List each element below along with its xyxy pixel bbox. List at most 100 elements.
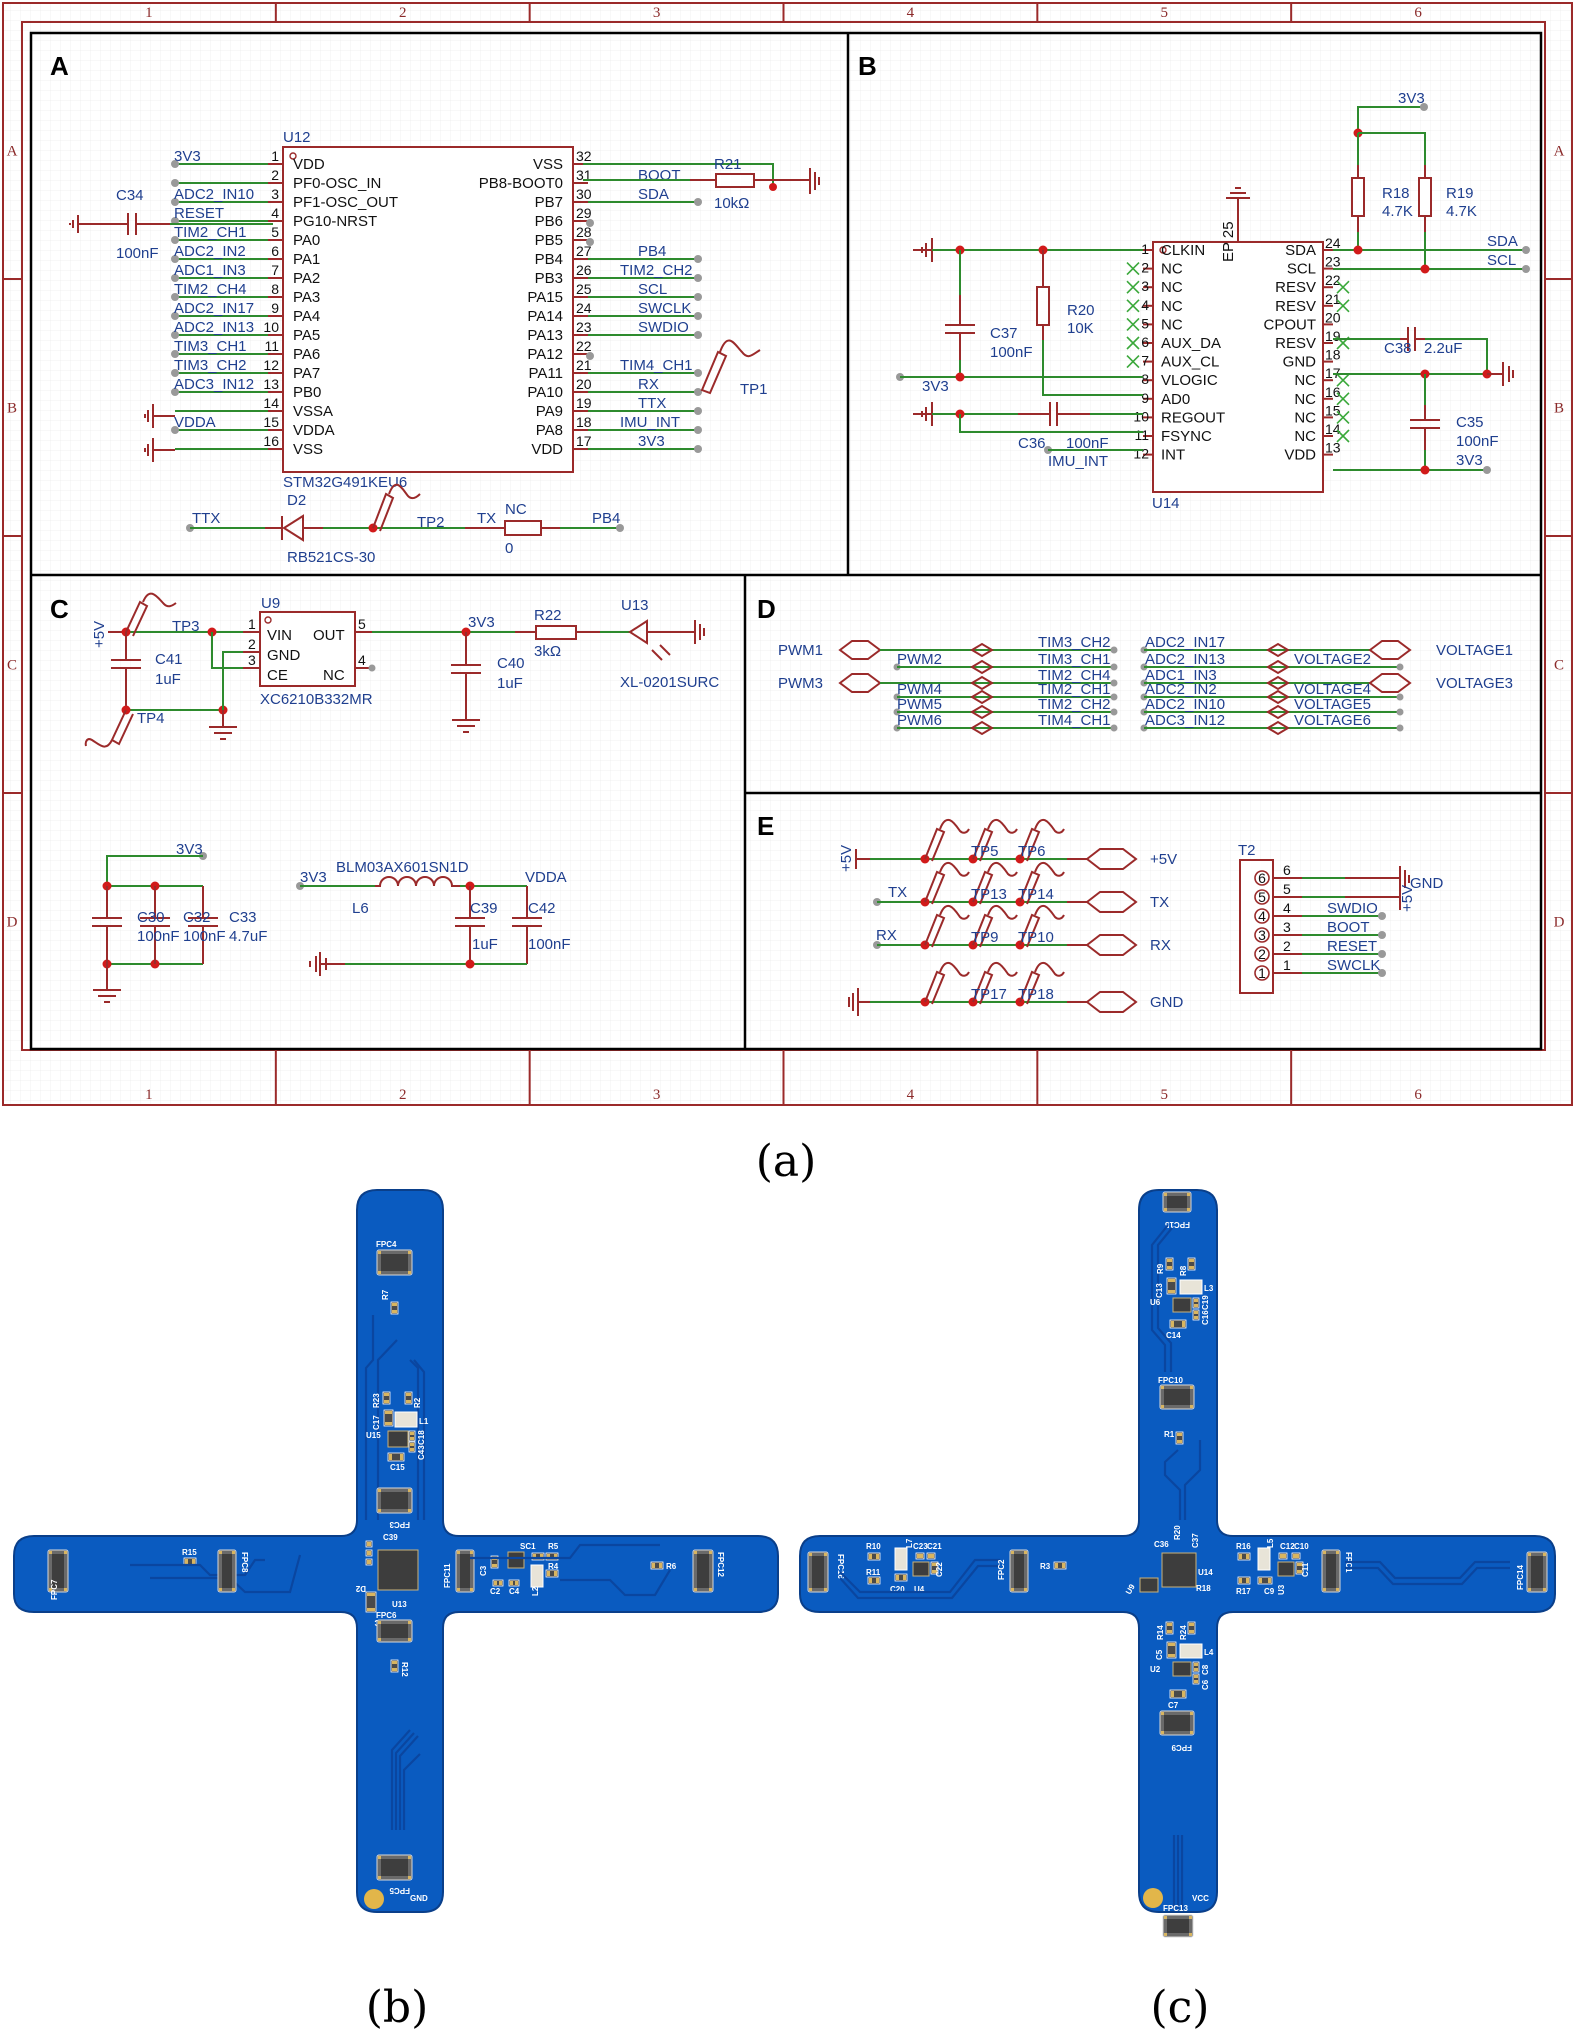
smd-component xyxy=(1257,1576,1273,1585)
pullup-3v3-net: 3V3 xyxy=(1398,90,1425,107)
silkscreen-label: R3 xyxy=(1040,1562,1051,1571)
silkscreen-label: C15 xyxy=(390,1463,405,1472)
test-point-label: TP13 xyxy=(971,886,1007,903)
smd-component xyxy=(390,1301,399,1315)
u12-net-label: TIM3_CH2 xyxy=(174,357,247,374)
smd-component xyxy=(1192,1297,1200,1309)
u12-net-label: ADC2_IN13 xyxy=(174,319,254,336)
connector-pin xyxy=(1254,927,1270,943)
adc-net-label: ADC2_IN10 xyxy=(1145,696,1225,713)
connector-pin-number: 3 xyxy=(1258,927,1266,943)
net-flag xyxy=(970,720,994,736)
r18-ref: R18 xyxy=(1382,185,1410,202)
inductor xyxy=(894,1547,908,1571)
u12-pin-name: PA4 xyxy=(293,308,320,325)
u14-pin-name: SCL xyxy=(1287,261,1316,278)
u12-pin-number: 27 xyxy=(576,243,592,259)
u12-pin-number: 12 xyxy=(263,357,279,373)
u12-pin-name: PB7 xyxy=(535,194,563,211)
u12-pin-name: PA2 xyxy=(293,270,320,287)
test-point-probe xyxy=(972,904,1018,948)
u12-pin-name: PA13 xyxy=(527,327,563,344)
u12-net-label: TIM2_CH1 xyxy=(174,224,247,241)
silkscreen-label: L4 xyxy=(1204,1648,1214,1657)
tp4-probe xyxy=(84,709,134,748)
u14-pin-name: GND xyxy=(1283,354,1317,371)
d2-ref: D2 xyxy=(287,492,306,509)
silkscreen-label: R24 xyxy=(1179,1625,1188,1640)
net-port xyxy=(1067,891,1138,913)
border-row-label-left: B xyxy=(7,401,17,417)
connector-pin-number: 5 xyxy=(1283,881,1291,897)
connector-pin-number: 5 xyxy=(1258,889,1266,905)
u14-pin-name: VLOGIC xyxy=(1161,372,1218,389)
u12-pin-number: 7 xyxy=(271,262,279,278)
smd-component xyxy=(390,1659,399,1673)
test-point-probe xyxy=(972,861,1018,905)
adc-net-label: ADC3_IN12 xyxy=(1145,712,1225,729)
u12-pin-name: PB8-BOOT0 xyxy=(479,175,563,192)
c30-value: 100nF xyxy=(137,928,180,945)
u12-net-label: ADC2_IN2 xyxy=(174,243,246,260)
u14-pin-number: 8 xyxy=(1141,371,1149,387)
r21-ref: R21 xyxy=(714,156,742,173)
u14-pin-number: 6 xyxy=(1141,334,1149,350)
ic-package xyxy=(377,1549,419,1591)
timer-net-label: TIM4_CH1 xyxy=(1038,712,1111,729)
timer-net-label: TIM3_CH2 xyxy=(1038,634,1111,651)
u14-pin-name: CLKIN xyxy=(1161,242,1205,259)
u14-pin-name: FSYNC xyxy=(1161,428,1212,445)
test-point-label: TP10 xyxy=(1018,929,1054,946)
pcb-trace xyxy=(1156,1227,1173,1372)
u12-net-label: SDA xyxy=(638,186,669,203)
border-column-label-top: 2 xyxy=(399,5,407,21)
test-pad xyxy=(1143,1888,1163,1908)
pwm-port-label: PWM3 xyxy=(778,675,823,692)
silkscreen-label: C6 xyxy=(1201,1679,1210,1690)
silkscreen-label: L1 xyxy=(419,1417,429,1426)
silkscreen-label: SC1 xyxy=(520,1542,536,1551)
connector-pin xyxy=(1254,908,1270,924)
silkscreen-label: L5 xyxy=(1266,1538,1275,1548)
silkscreen-label: U6 xyxy=(1150,1298,1161,1307)
ferrite-ref: L6 xyxy=(352,900,369,917)
voltage-port-label: VOLTAGE1 xyxy=(1436,642,1513,659)
smd-component xyxy=(408,1441,416,1453)
u14-pin-name: NC xyxy=(1161,279,1183,296)
u14-pin-name: INT xyxy=(1161,447,1185,464)
silkscreen-label: C13 xyxy=(1155,1283,1164,1298)
u12-pin-name: PF0-OSC_IN xyxy=(293,175,381,192)
u12-net-label: RESET xyxy=(174,205,224,222)
test-point-probe xyxy=(1019,861,1065,905)
b-right-network: C38 2.2uF C35 100nF 3V3 xyxy=(1333,327,1514,475)
led-ref: U13 xyxy=(621,597,649,614)
u12-pin-number: 18 xyxy=(576,414,592,430)
u12-net-label: SWCLK xyxy=(638,300,691,317)
connector-pin-number: 1 xyxy=(1283,957,1291,973)
u12-pin-name: PB5 xyxy=(535,232,563,249)
silkscreen-label: C4 xyxy=(509,1587,520,1596)
u12-pin-number: 22 xyxy=(576,338,592,354)
smd-component xyxy=(1053,1561,1067,1570)
pcb-trace xyxy=(394,1732,415,1830)
silkscreen-label: FPC13 xyxy=(1163,1904,1188,1913)
pcb-trace xyxy=(409,1359,420,1520)
connector-pin-number: 6 xyxy=(1283,862,1291,878)
u12-pin-name: PB4 xyxy=(535,251,563,268)
silkscreen-label: FPC15 xyxy=(1165,1220,1190,1229)
c37-value: 100nF xyxy=(990,344,1033,361)
u12-net-label: ADC3_IN12 xyxy=(174,376,254,393)
silkscreen-label: C23 xyxy=(913,1542,928,1551)
smd-component xyxy=(1175,1431,1184,1445)
test-point-probe xyxy=(972,961,1018,1005)
smd-component xyxy=(545,1569,559,1578)
silkscreen-label: R16 xyxy=(1236,1542,1251,1551)
c41-capacitor xyxy=(111,632,141,710)
u14-pin-name: AUX_DA xyxy=(1161,335,1221,352)
border-column-label-bottom: 3 xyxy=(653,1087,661,1103)
u12-pin-name: PA10 xyxy=(527,384,563,401)
smd-component xyxy=(508,1579,520,1587)
r22-ref: R22 xyxy=(534,607,562,624)
